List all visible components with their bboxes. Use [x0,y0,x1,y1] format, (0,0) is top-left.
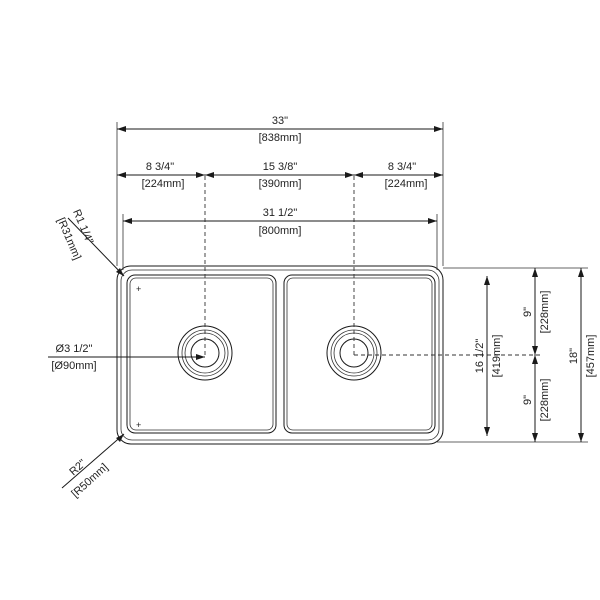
left-offset-mm-label: [224mm] [142,178,185,190]
inner-width-label: 31 1/2" [263,207,298,219]
left-bowl-outline [126,274,277,434]
half-depth-top-mm-label: [228mm] [539,291,551,334]
left-bowl-mark-top: + [136,284,141,294]
center-lines [204,176,540,358]
overall-width-mm-label: [838mm] [259,132,302,144]
center-spacing-label: 15 3/8" [263,161,298,173]
corner-radius-bottom-label: R2" [67,457,88,478]
dim-inner-width: 31 1/2" [800mm] [122,207,438,270]
half-depth-top-label: 9" [522,307,534,317]
dim-corner-radius-bottom: R2" [R50mm] [61,433,125,500]
left-bowl: + + [126,274,277,434]
dim-inner-depth: 16 1/2" [419mm] [474,276,503,436]
left-bowl-inner [129,277,274,431]
left-bowl-mark-bottom: + [136,420,141,430]
drain-diameter-label: Ø3 1/2" [56,343,93,355]
inner-depth-mm-label: [419mm] [491,335,503,378]
dim-half-depths: 9" [228mm] 9" [228mm] [522,268,551,442]
dim-drain-diameter: Ø3 1/2" [Ø90mm] [48,343,205,372]
half-depth-bottom-label: 9" [522,395,534,405]
left-offset-label: 8 3/4" [146,161,174,173]
right-bowl [283,274,436,434]
right-extension-lines [437,267,588,443]
inner-depth-label: 16 1/2" [474,339,486,374]
overall-depth-mm-label: [457mm] [585,335,597,378]
dim-corner-radius-top: R1 1/4" [R31mm] [55,208,125,277]
right-offset-mm-label: [224mm] [385,178,428,190]
right-offset-label: 8 3/4" [388,161,416,173]
overall-width-label: 33" [272,115,288,127]
dim-drain-spacing: 8 3/4" [224mm] 15 3/8" [390mm] 8 3/4" [2… [117,161,443,190]
sink-outline [116,265,444,445]
center-spacing-mm-label: [390mm] [259,178,302,190]
sink-outer-rim [116,265,444,445]
drain-diameter-mm-label: [Ø90mm] [51,360,96,372]
overall-depth-label: 18" [568,348,580,364]
dim-overall-depth: 18" [457mm] [568,268,597,442]
right-bowl-outline [283,274,436,434]
dim-overall-width: 33" [838mm] [116,115,444,266]
right-bowl-inner [286,277,433,431]
inner-width-mm-label: [800mm] [259,225,302,237]
half-depth-bottom-mm-label: [228mm] [539,379,551,422]
